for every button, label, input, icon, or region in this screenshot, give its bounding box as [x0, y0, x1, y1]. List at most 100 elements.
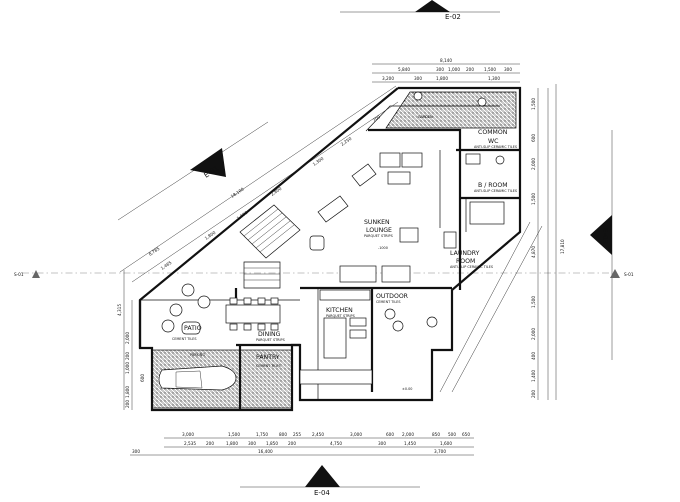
dining-table: [225, 304, 281, 324]
room-finish-outdoor: CEMENT TILES: [376, 300, 401, 304]
sofa: [339, 265, 377, 283]
armchair: [379, 152, 401, 168]
dim-right-7: 400: [531, 352, 536, 360]
dim-top-r1-3: 200: [466, 67, 474, 72]
right-dimensions: 1,500 600 2,000 1,500 4,870 1,500 2,000 …: [531, 84, 565, 400]
dim-top-r1-0: 5,840: [398, 67, 410, 72]
room-finish-patio: CEMENT TILES: [172, 337, 197, 341]
room-label-pantry: PANTRY: [256, 354, 280, 361]
armchair: [401, 152, 423, 168]
kitchen-island: [323, 317, 347, 359]
dim-bot-r1-2: 1,750: [256, 432, 268, 437]
dim-left-6: 200: [125, 400, 130, 408]
section-label-bottom: E-04: [314, 489, 330, 497]
dim-diag-7: 2,250: [340, 136, 353, 147]
dim-bot-r1-0: 3,000: [182, 432, 194, 437]
left-dimensions: 4,315 2,000 200 1,000 600 1,800 200: [117, 270, 145, 410]
level-lounge: -1000: [378, 246, 388, 250]
dim-left-5: 1,800: [125, 386, 130, 398]
dim-left-3: 1,000: [125, 362, 130, 374]
dim-bot-r2-0: 2,535: [184, 441, 196, 446]
dim-bot-r2-5: 200: [288, 441, 296, 446]
dim-top-r1-4: 1,500: [484, 67, 496, 72]
dim-diag-2: 1,465: [160, 260, 173, 271]
dim-diag-6: 1,300: [312, 156, 325, 167]
dim-bot-r2-6: 4,750: [330, 441, 342, 446]
patio-chair: [197, 295, 211, 309]
room-finish-wc: ANTI-SLIP CERAMIC TILES: [474, 145, 517, 149]
table: [399, 227, 419, 243]
room-label-parking: PARKING: [190, 353, 205, 357]
room-label-laundry-2: ROOM: [456, 258, 475, 265]
dim-diag-8: 700: [372, 114, 382, 123]
patio-chair: [169, 303, 183, 317]
counter: [299, 369, 373, 385]
room-label-lounge-1: SUNKEN: [364, 219, 390, 226]
armchair: [351, 163, 377, 187]
room-label-patio: PATIO: [184, 325, 202, 332]
patio-table: [181, 321, 201, 335]
dim-top-r2-3: 1,300: [488, 76, 500, 81]
dim-bot-r2-9: 1,600: [440, 441, 452, 446]
armchair: [309, 235, 325, 251]
outdoor-furniture: [384, 308, 438, 332]
patio-chair: [161, 319, 175, 333]
dim-right-3: 1,500: [531, 193, 536, 205]
dim-diag-3: 1,800: [204, 230, 217, 241]
dim-left-2: 200: [125, 352, 130, 360]
section-label-right: E-03: [601, 228, 609, 244]
sofa: [317, 195, 349, 223]
side-table: [387, 171, 411, 185]
dim-bot-r1-10: 500: [448, 432, 456, 437]
dim-bot-r2-3: 300: [248, 441, 256, 446]
dim-bot-r1-1: 1,500: [228, 432, 240, 437]
room-finish-lounge: PARQUET STRIPS: [364, 234, 393, 238]
room-label-laundry-1: LAUNDRY: [450, 250, 480, 257]
washing-machine: [443, 231, 457, 249]
room-label-common: COMMON: [478, 129, 508, 136]
dim-top-r1-5: 300: [504, 67, 512, 72]
dim-right-5: 1,500: [531, 296, 536, 308]
dim-diag-1: 18,100: [230, 186, 245, 199]
room-label-dining: DINING: [258, 331, 281, 338]
section-label-top: E-02: [445, 13, 461, 21]
axis-s01: S-01 S-01: [14, 269, 634, 278]
top-dimensions: 8,140 5,840 300 1,000 200 1,500 300 3,20…: [372, 58, 520, 83]
dim-bot-r2-4: 1,850: [266, 441, 278, 446]
dim-bot-overall-mid: 16,400: [258, 449, 273, 454]
dim-top-r2-2: 1,800: [436, 76, 448, 81]
car: [158, 365, 237, 391]
section-marker-right: E-03: [590, 130, 613, 360]
dim-bot-r1-6: 3,000: [350, 432, 362, 437]
dim-left-4: 600: [140, 374, 145, 382]
dim-bot-r1-8: 2,000: [402, 432, 414, 437]
bottom-dimensions: 3,000 1,500 1,750 800 255 2,450 3,000 60…: [130, 432, 474, 456]
axis-arrow-right: [610, 269, 620, 278]
dim-bot-r1-3: 800: [279, 432, 287, 437]
dim-right-9: 200: [531, 390, 536, 398]
basin: [465, 153, 481, 165]
wet-room-fittings: [413, 91, 505, 249]
room-labels: SUNKEN LOUNGE PARQUET STRIPS -1000 LAUND…: [172, 115, 517, 391]
counter: [319, 289, 371, 301]
dim-top-r2-1: 300: [414, 76, 422, 81]
dim-right-1: 600: [531, 134, 536, 142]
section-marker-top: E-02: [340, 0, 500, 21]
axis-arrow-left: [32, 270, 40, 278]
dim-left-0: 4,315: [117, 304, 122, 316]
toilet: [495, 155, 505, 165]
lounge-furniture: [309, 152, 423, 283]
dim-diag-5: 2,800: [270, 186, 283, 197]
dim-bot-r2-8: 1,450: [404, 441, 416, 446]
dim-top-r2-0: 3,200: [382, 76, 394, 81]
sofa: [381, 265, 411, 283]
kitchen-fittings: [299, 289, 373, 385]
room-finish-dining: PARQUET STRIPS: [256, 338, 285, 342]
section-marker-bottom: E-04: [240, 465, 420, 497]
room-finish-broom: ANTI-SLIP CERAMIC TILES: [474, 189, 517, 193]
level-floor: ±0.00: [402, 387, 412, 391]
room-label-outdoor: OUTDOOR: [376, 293, 409, 300]
dim-bot-r2-7: 300: [378, 441, 386, 446]
se-diagonal-dimensions: [439, 221, 543, 393]
